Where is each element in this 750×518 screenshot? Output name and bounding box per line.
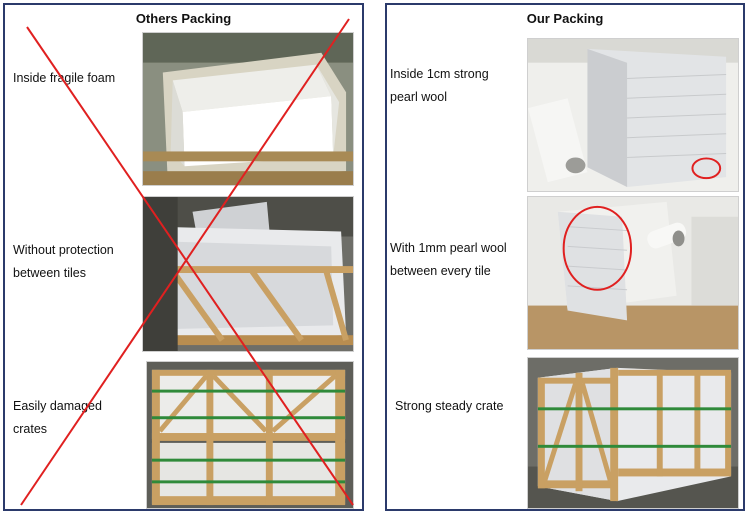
caption-strong-steady-crate: Strong steady crate	[395, 399, 504, 413]
our-packing-panel: Our Packing Inside 1cm strong pearl wool…	[385, 3, 745, 511]
others-packing-panel: Others Packing Inside fragile foam Witho…	[3, 3, 364, 511]
photo-damaged-crates	[146, 361, 354, 509]
caption-pearl-wool-between-tiles: With 1mm pearl wool between every tile	[390, 241, 507, 278]
caption-easily-damaged-crates: Easily damaged crates	[13, 399, 102, 436]
our-packing-title: Our Packing	[526, 11, 604, 26]
others-packing-title: Others Packing	[135, 11, 232, 26]
caption-without-protection: Without protection between tiles	[13, 243, 114, 280]
caption-strong-pearl-wool: Inside 1cm strong pearl wool	[390, 67, 489, 104]
photo-pearl-wool-stack	[527, 38, 739, 192]
photo-fragile-foam-box	[142, 32, 354, 186]
caption-inside-fragile-foam: Inside fragile foam	[13, 71, 116, 85]
photo-pearl-wool-between-tiles	[527, 196, 739, 350]
photo-strong-steady-crate	[527, 357, 739, 509]
photo-unprotected-tiles	[142, 196, 354, 352]
